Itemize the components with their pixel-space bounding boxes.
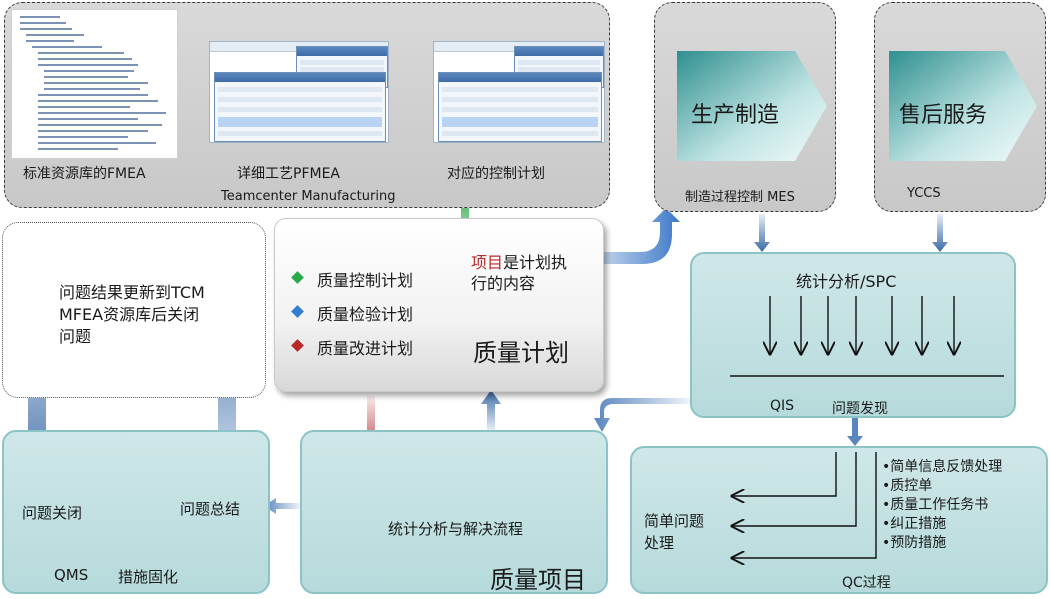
qms-panel: 问题关闭 问题总结 QMS 措施固化 [2,430,270,594]
after-sales-panel: 售后服务 YCCS [874,2,1046,212]
qc-panel: 简单问题 处理 •简单信息反馈处理 •质控单 •质量工作任务书 •纠正措施 •预… [630,446,1048,594]
quality-plan-title: 质量计划 [473,339,569,367]
arrow-spc-to-project [594,398,690,432]
plan-note-line1: 项目是计划执 [471,249,567,273]
teamcenter-label: Teamcenter Manufacturing [221,189,396,204]
qc-item-2: •质量工作任务书 [882,497,989,513]
spc-arrows [730,296,1004,377]
plan-note-line2: 行的内容 [471,274,536,293]
quality-project-title: 质量项目 [490,566,586,594]
spc-panel: 统计分析/SPC QIS 问题发现 [690,252,1016,418]
spc-qis: QIS [770,398,795,414]
caption-pfmea: 详细工艺PFMEA [237,166,340,182]
diamond-blue-icon [291,305,304,318]
quality-plan-panel: 质量控制计划 质量检验计划 质量改进计划 项目是计划执 行的内容 质量计划 [274,218,604,392]
diamond-green-icon [291,271,304,284]
qc-item-0: •简单信息反馈处理 [882,459,1003,475]
arrow-project-to-summary [264,498,300,514]
control-plan-screenshot [433,41,605,143]
qms-close: 问题关闭 [22,504,83,522]
qc-item-3: •纠正措施 [882,516,947,532]
caption-control-plan: 对应的控制计划 [447,166,545,182]
qc-item-1: •质控单 [882,478,933,494]
plan-note-rest: 是计划执 [503,253,568,272]
qc-simple-line2: 处理 [644,534,675,552]
project-flow: 统计分析与解决流程 [388,520,524,538]
plan-note-highlight: 项目 [471,253,504,272]
quality-plan-item-improvement: 质量改进计划 [317,339,414,358]
arrow-yccs-to-spc [932,214,948,252]
arrow-plan-to-mes [575,208,680,264]
diamond-red-icon [291,339,304,352]
qc-title: QC过程 [842,575,891,591]
closing-note-panel: 问题结果更新到TCM MFEA资源库后关闭 问题 [2,222,266,398]
closing-note-line2: MFEA资源库后关闭 [59,305,200,324]
arrow-discovery-to-qc [847,418,863,446]
quality-plan-item-inspection: 质量检验计划 [317,305,414,324]
arrow-mes-to-spc [754,214,770,252]
qc-item-4: •预防措施 [882,535,947,551]
spc-title: 统计分析/SPC [796,272,897,291]
closing-note-line1: 问题结果更新到TCM [59,283,205,302]
pfmea-screenshot [209,41,389,143]
after-sales-caption: YCCS [907,186,941,201]
arrow-project-to-plan [481,390,501,430]
mes-panel: 生产制造 制造过程控制 MES [654,2,836,212]
teamcenter-panel: 标准资源库的FMEA 详细工艺PFMEA [4,2,610,208]
qms-summary: 问题总结 [180,500,241,518]
spc-discovery: 问题发现 [832,401,888,417]
qc-simple-line1: 简单问题 [644,512,705,530]
mes-chevron-icon [677,51,827,161]
after-sales-title: 售后服务 [899,103,988,128]
quality-plan-item-control: 质量控制计划 [317,271,414,290]
mes-title: 生产制造 [691,103,780,128]
mes-caption: 制造过程控制 MES [685,190,795,205]
qc-routing-lines [632,452,877,596]
caption-fmea: 标准资源库的FMEA [23,166,146,182]
qms-footer-left: QMS [54,566,89,584]
qms-footer-right: 措施固化 [118,568,179,586]
after-sales-chevron-icon [889,51,1037,161]
closing-note-line3: 问题 [59,327,92,346]
quality-project-panel: 统计分析与解决流程 质量项目 [300,430,608,594]
fmea-resource-screenshot [11,9,178,159]
